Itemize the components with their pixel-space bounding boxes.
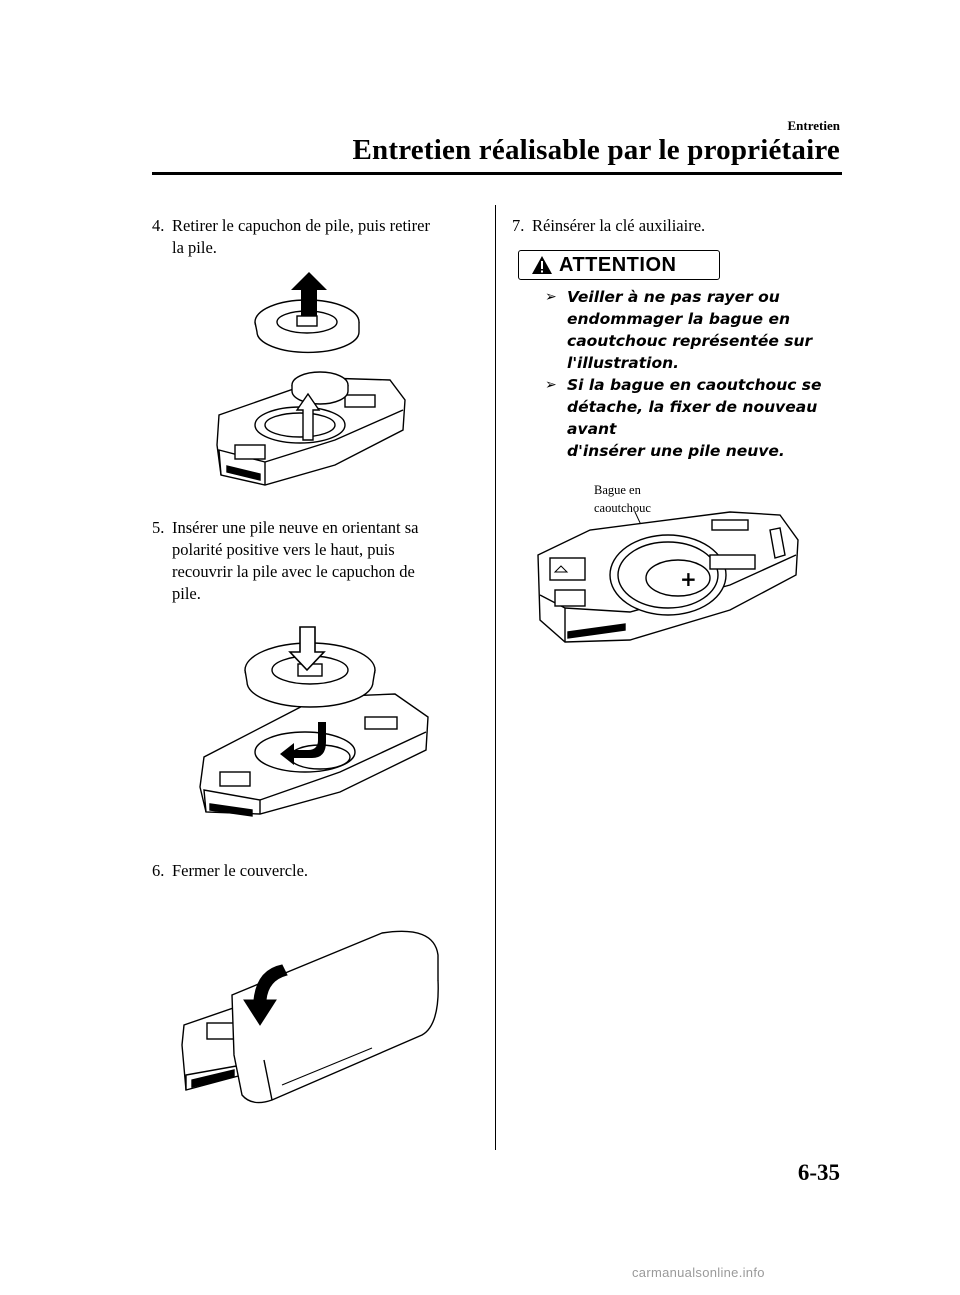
attention-list: ➢ Veiller à ne pas rayer ou endommager l… [545, 286, 845, 462]
figure-rubber-ring: + [537, 511, 799, 643]
step-6: 6. Fermer le couvercle. [152, 860, 482, 882]
figure-callout: Bague en caoutchouc [594, 481, 651, 517]
attention-line: d'insérer une pile neuve. [567, 442, 785, 460]
warning-triangle-icon [532, 256, 552, 274]
watermark: carmanualsonline.info [632, 1265, 765, 1280]
step-text-line: polarité positive vers le haut, puis [172, 540, 395, 559]
attention-line: endommager la bague en [567, 310, 791, 328]
step-7: 7. Réinsérer la clé auxiliaire. [512, 215, 842, 237]
step-number: 7. [512, 216, 525, 235]
header-rule [152, 172, 842, 175]
step-number: 5. [152, 518, 165, 537]
step-5: 5. Insérer une pile neuve en orientant s… [152, 517, 482, 605]
callout-line: Bague en [594, 483, 641, 497]
arrowhead-bullet-icon: ➢ [545, 289, 557, 305]
attention-label: ATTENTION [559, 253, 677, 276]
step-4: 4. Retirer le capuchon de pile, puis ret… [152, 215, 482, 259]
callout-line: caoutchouc [594, 501, 651, 515]
attention-line: détache, la fixer de nouveau avant [567, 398, 818, 438]
svg-text:+: + [680, 567, 697, 591]
attention-line: l'illustration. [567, 354, 680, 372]
attention-item: ➢ Si la bague en caoutchouc se détache, … [545, 374, 845, 462]
step-text-line: pile. [172, 584, 201, 603]
figure-close-cover [181, 930, 439, 1104]
step-text-line: Retirer le capuchon de pile, puis retire… [172, 216, 430, 235]
figure-insert-battery [199, 626, 429, 817]
attention-line: Veiller à ne pas rayer ou [567, 288, 780, 306]
arrowhead-bullet-icon: ➢ [545, 377, 557, 393]
attention-item: ➢ Veiller à ne pas rayer ou endommager l… [545, 286, 845, 374]
page-number: 6-35 [797, 1160, 840, 1185]
step-number: 6. [152, 861, 165, 880]
step-number: 4. [152, 216, 165, 235]
step-text-line: Fermer le couvercle. [172, 861, 309, 880]
figure-remove-battery [216, 272, 406, 486]
step-text-line: recouvrir la pile avec le capuchon de [172, 562, 415, 581]
step-text-line: Réinsérer la clé auxiliaire. [532, 216, 706, 235]
section-label: Entretien [787, 118, 840, 133]
step-text-line: la pile. [172, 238, 217, 257]
attention-line: Si la bague en caoutchouc se [567, 376, 822, 394]
step-text-line: Insérer une pile neuve en orientant sa [172, 518, 419, 537]
column-divider [495, 205, 496, 1150]
attention-line: caoutchouc représentée sur [567, 332, 813, 350]
section-title: Entretien réalisable par le propriétaire [352, 134, 840, 166]
attention-box: ATTENTION [518, 250, 720, 280]
